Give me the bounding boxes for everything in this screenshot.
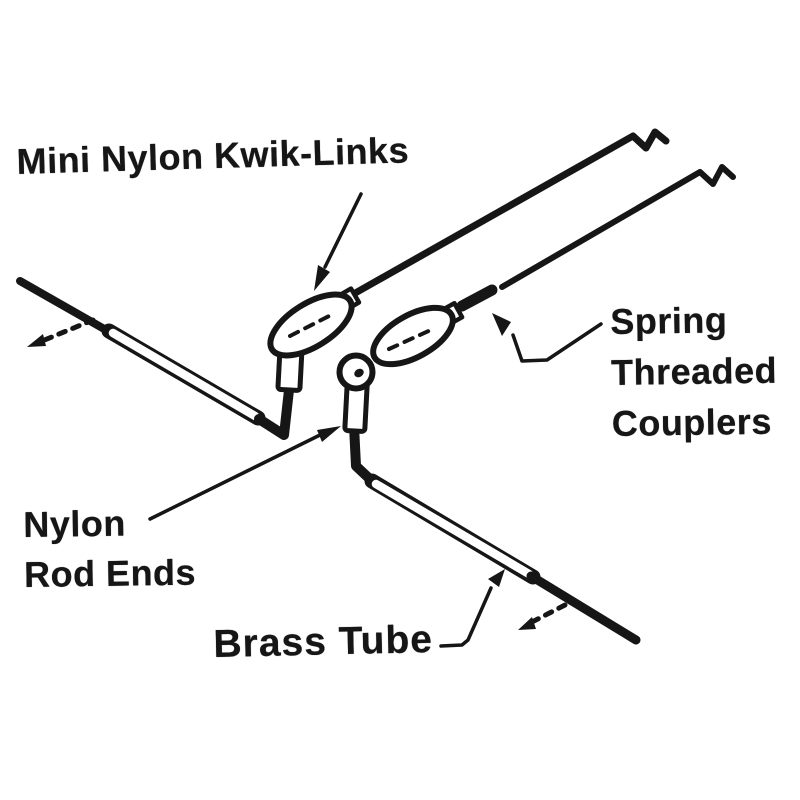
spring-threaded-coupler	[456, 284, 498, 312]
motion-arrow-right-icon	[518, 602, 568, 630]
brass-tube-lower-bore	[371, 479, 534, 579]
pushrod-lower-wire	[499, 164, 736, 290]
left-wire-elbow	[254, 385, 294, 440]
lower-brass-tube-assembly	[364, 473, 641, 645]
label-line: Nylon	[23, 502, 127, 545]
pushrod-upper-wire	[346, 128, 670, 300]
rod-end-ball-hole	[354, 368, 364, 378]
kwik-link-left	[267, 286, 362, 359]
label-spring-threaded-couplers: Spring Threaded Couplers	[610, 294, 778, 449]
rod-end-wire	[349, 421, 378, 487]
arrow-spring-coupler-icon	[492, 313, 603, 363]
nylon-rod-end-assembly	[336, 352, 378, 487]
label-brass-tube: Brass Tube	[213, 618, 434, 666]
arrow-brass-tube-icon	[439, 569, 505, 648]
motion-arrow-left-icon	[27, 317, 96, 347]
kwik-link-right	[370, 300, 465, 368]
label-line: Rod Ends	[23, 551, 197, 595]
left-inner-rod	[16, 277, 117, 338]
brass-tube-left-bore	[108, 328, 260, 421]
label-line: Spring	[610, 299, 728, 342]
arrow-rod-ends-icon	[148, 426, 341, 521]
left-pushrod-assembly	[16, 277, 362, 440]
lower-inner-rod	[526, 571, 641, 645]
label-line: Couplers	[611, 400, 773, 444]
label-line: Threaded	[610, 349, 778, 393]
label-nylon-rod-ends: Nylon Rod Ends	[23, 498, 196, 600]
arrow-kwik-links-icon	[314, 192, 363, 291]
